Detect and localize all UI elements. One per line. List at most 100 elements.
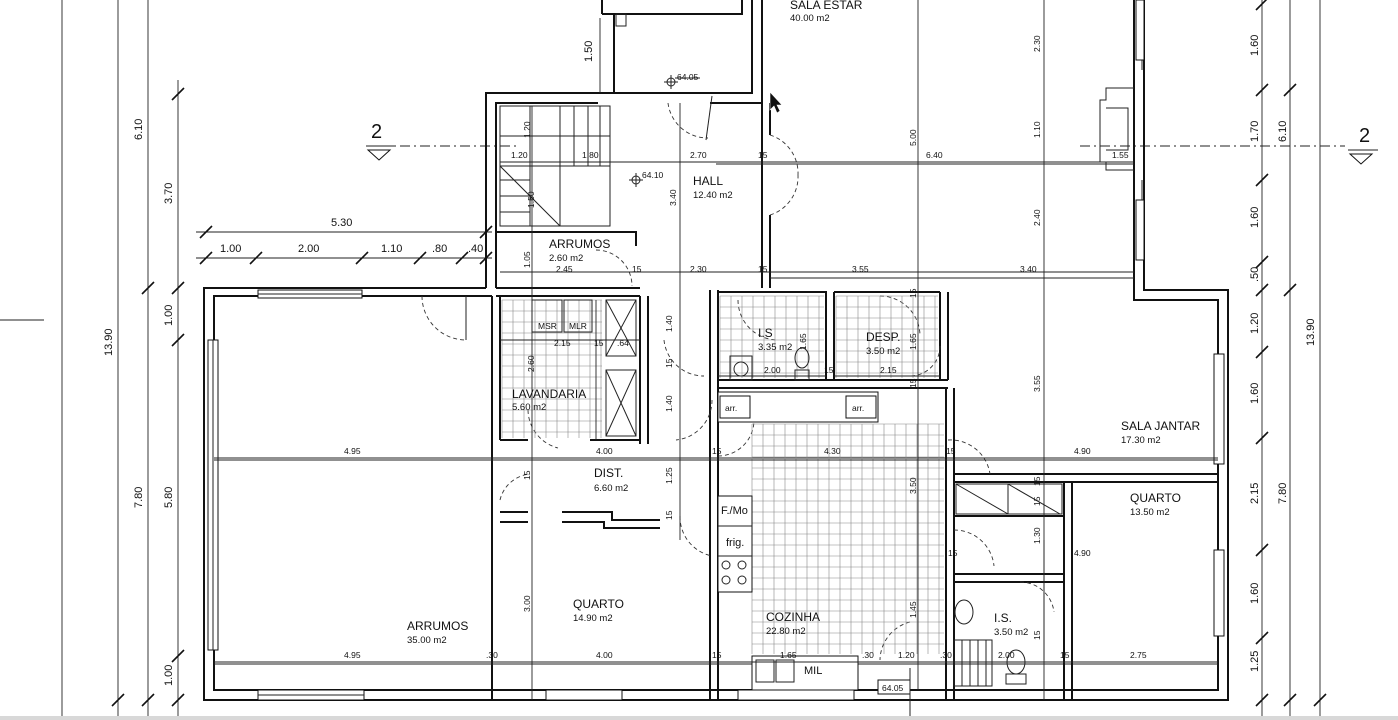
dim-1-20-h: 1.20 — [511, 150, 528, 160]
fixture-mil: MIL — [804, 665, 822, 677]
dim-1-55: 1.55 — [1112, 150, 1129, 160]
dim-0-15-v: 15 — [664, 358, 674, 368]
dim-15-e: 15 — [664, 510, 674, 520]
room-area-sala-jantar: 17.30 m2 — [1121, 435, 1161, 446]
dim-2-15-desp: 2.15 — [880, 365, 897, 375]
door-swings — [421, 95, 1055, 661]
dim-15-lav: 15 — [594, 338, 604, 348]
dim-left-7-80: 7.80 — [133, 487, 145, 508]
fixture-msr: MSR — [538, 321, 557, 331]
dim-2-30: 2.30 — [690, 264, 707, 274]
dim-4-00: 4.00 — [596, 446, 613, 456]
dim-0-30: .30 — [486, 650, 498, 660]
dim-right-1-70: 1.70 — [1249, 121, 1261, 142]
dim-5-30: 5.30 — [331, 217, 352, 229]
mouse-cursor-icon — [769, 91, 783, 114]
room-area-lavandaria: 5.60 m2 — [512, 402, 546, 413]
interior-walls — [214, 163, 1218, 700]
dim-15-d: 15 — [946, 446, 956, 456]
dim-3-40-v: 3.40 — [668, 189, 678, 206]
dim-right-13-90: 13.90 — [1305, 318, 1317, 346]
level-64-10: 64.10 — [642, 170, 664, 180]
dim-2-40-v: 2.40 — [1032, 209, 1042, 226]
dim-6-40: 6.40 — [926, 150, 943, 160]
dim-1-50-b: 1.50 — [526, 191, 536, 208]
level-markers: 64.05 64.10 64.05 — [629, 72, 911, 720]
dim-15-is: 15 — [824, 365, 834, 375]
section-mark-left: 2 — [371, 121, 382, 143]
dim-3-55-v: 3.55 — [1032, 375, 1042, 392]
section-mark-right: 2 — [1359, 125, 1370, 147]
level-64-05-bottom: 64.05 — [882, 683, 904, 693]
dim-left-3-70: 3.70 — [163, 183, 175, 204]
cozinha-tiles — [719, 295, 944, 654]
dimension-labels: 1.50 1.20 1.20 1.80 2.70 15 6.40 1.55 3.… — [344, 35, 1147, 660]
dim-3-40-b: 3.40 — [1020, 264, 1037, 274]
dim-1-65-c: 1.65 — [780, 650, 797, 660]
dim-4-00-b: 4.00 — [596, 650, 613, 660]
dim-2-00-c: 2.00 — [998, 650, 1015, 660]
dim-right-0-50: .50 — [1249, 267, 1261, 282]
dim-left-1-00: 1.00 — [163, 305, 175, 326]
dim-1-45: 1.45 — [908, 601, 918, 618]
dim-15-i: 15 — [1060, 650, 1070, 660]
level-64-05-top: 64.05 — [677, 72, 699, 82]
dim-1-80: 1.80 — [582, 150, 599, 160]
internal-dimension-lines — [214, 0, 1218, 700]
wardrobe — [955, 483, 1063, 515]
dim-15-g: 15 — [948, 548, 958, 558]
bathroom-fixtures — [729, 347, 1027, 687]
dim-15-a: 15 — [632, 264, 642, 274]
fixture-frig: frig. — [726, 537, 744, 549]
lavandaria-tiles — [501, 299, 602, 438]
room-name-sala-estar: SALA ESTAR — [790, 0, 863, 12]
dim-1-15: 15 — [522, 470, 532, 480]
dim-0-30-c: .30 — [940, 650, 952, 660]
exterior-walls — [203, 0, 1229, 701]
dim-1-30: 1.30 — [1032, 527, 1042, 544]
room-area-dist: 6.60 m2 — [594, 483, 628, 494]
dim-right-1-25: 1.25 — [1249, 651, 1261, 672]
fixture-fmo: F./Mo — [721, 505, 748, 517]
room-name-cozinha: COZINHA — [766, 610, 820, 624]
dim-1-05: 1.05 — [522, 251, 532, 268]
room-area-cozinha: 22.80 m2 — [766, 626, 806, 637]
room-area-quarto-right: 13.50 m2 — [1130, 507, 1170, 518]
dim-1-10-v: 1.10 — [1032, 121, 1042, 138]
fixture-arr-left: arr. — [725, 403, 737, 413]
dim-right-1-20: 1.20 — [1249, 313, 1261, 334]
dim-4-90-b: 4.90 — [1074, 548, 1091, 558]
right-dimension-chains: 1.60 1.70 1.60 .50 1.20 1.60 2.15 1.60 1… — [1249, 0, 1327, 720]
dim-3-50: 3.50 — [908, 477, 918, 494]
dim-2-60: 2.60 — [526, 355, 536, 372]
dim-15-b: 15 — [758, 264, 768, 274]
room-area-arrumos-small: 2.60 m2 — [549, 253, 583, 264]
dim-left-6-10: 6.10 — [133, 119, 145, 140]
dim-2-00-is: 2.00 — [764, 365, 781, 375]
dim-0-40: .40 — [468, 243, 483, 255]
dim-1-10: 1.10 — [381, 243, 402, 255]
lavandaria-fixtures: MSR MLR — [531, 299, 637, 437]
dim-4-95-b: 4.95 — [344, 650, 361, 660]
dim-3-55: 3.55 — [852, 264, 869, 274]
dim-right-1-60-d: 1.60 — [1249, 583, 1261, 604]
dim-right-7-80: 7.80 — [1277, 483, 1289, 504]
dim-0-30-b: .30 — [862, 650, 874, 660]
dim-2-45: 2.45 — [556, 264, 573, 274]
room-name-sala-jantar: SALA JANTAR — [1121, 419, 1200, 433]
bottom-scrollbar-track[interactable] — [0, 716, 1398, 720]
room-area-sala-estar: 40.00 m2 — [790, 13, 830, 24]
dim-60: 15 — [1032, 496, 1042, 506]
dim-right-1-60-b: 1.60 — [1249, 207, 1261, 228]
dim-1-65: 1.65 — [798, 333, 808, 350]
dim-1-15-b: 15 — [1032, 630, 1042, 640]
room-area-arrumos-big: 35.00 m2 — [407, 635, 447, 646]
room-name-hall: HALL — [693, 174, 723, 188]
dim-0-64: .64 — [617, 338, 629, 348]
room-area-quarto-mid: 14.90 m2 — [573, 613, 613, 624]
room-name-lavandaria: LAVANDARIA — [512, 387, 586, 401]
room-area-is-bottom: 3.50 m2 — [994, 627, 1028, 638]
dim-left-13-90: 13.90 — [103, 328, 115, 356]
dim-2-15: 2.15 — [554, 338, 571, 348]
dim-1-20-c: 1.20 — [898, 650, 915, 660]
